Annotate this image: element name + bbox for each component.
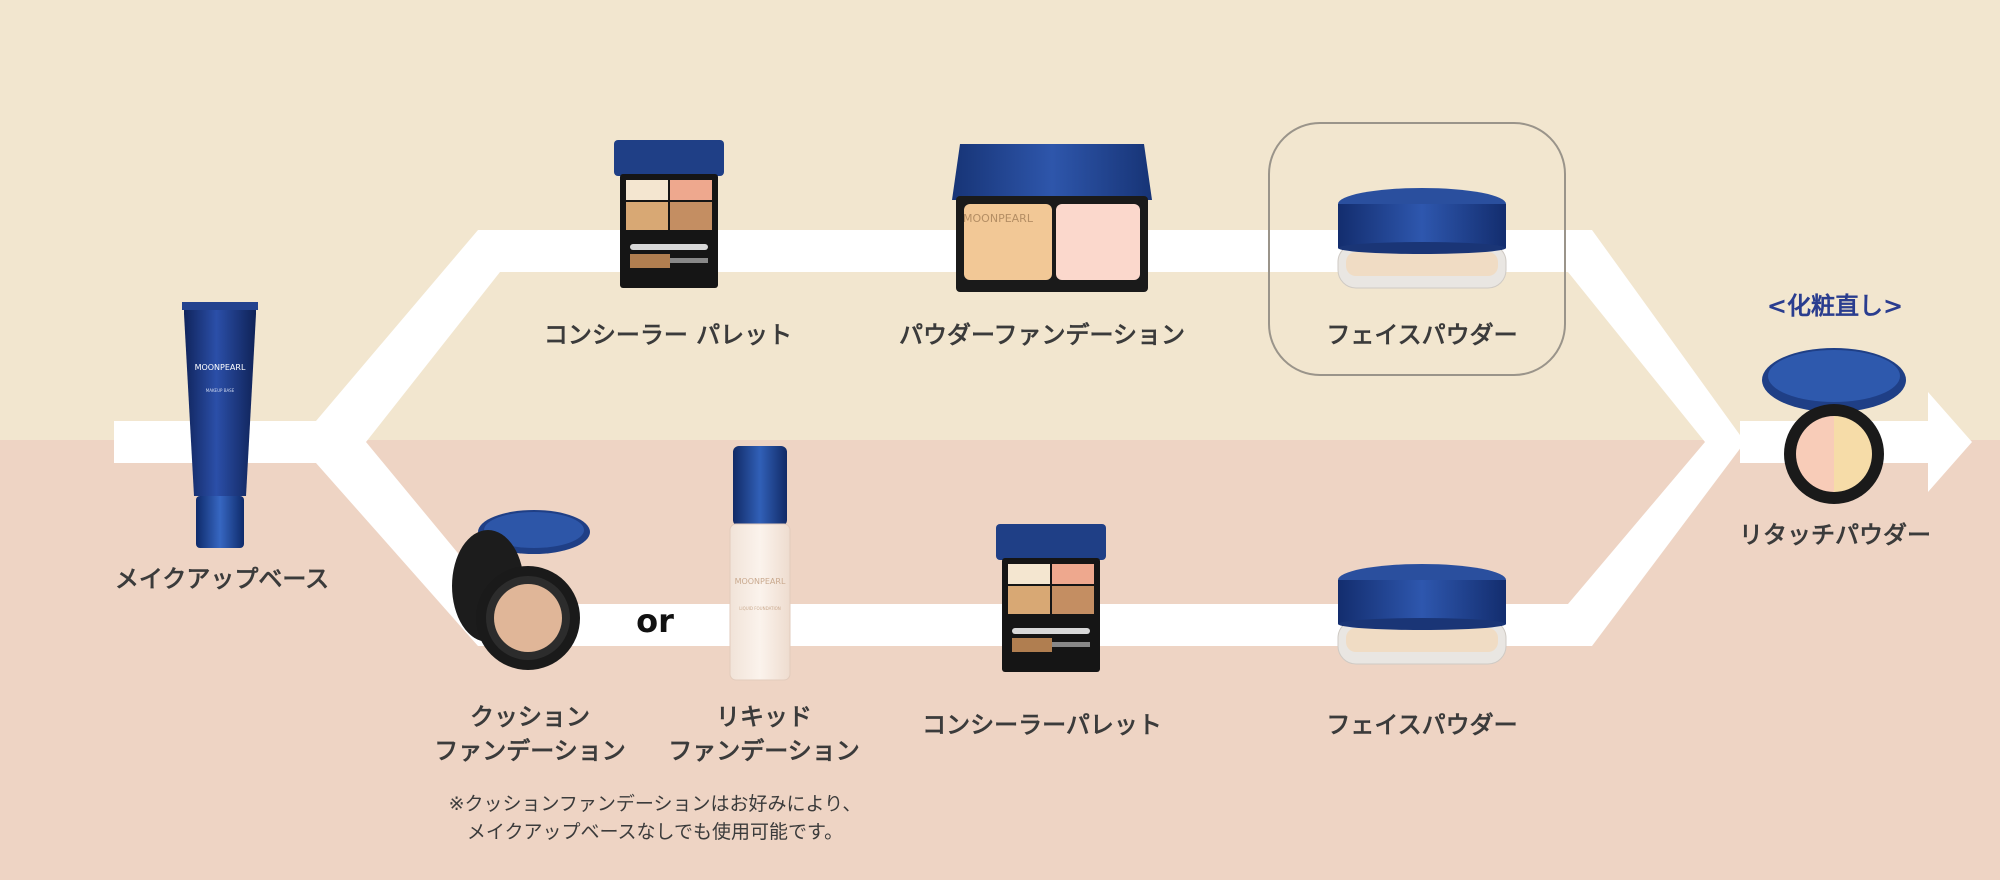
top-concealer-palette-icon xyxy=(614,140,724,288)
powder-foundation-compact-icon: MOONPEARL xyxy=(952,144,1152,292)
top-face-powder-label: フェイスパウダー xyxy=(1326,321,1518,349)
bottom-concealer-palette-label: コンシーラーパレット xyxy=(922,711,1162,739)
retouch-powder-compact-icon xyxy=(1762,348,1906,504)
makeup-base-label: メイクアップベース xyxy=(114,565,330,593)
cushion-label-line-1: クッション xyxy=(470,703,590,731)
cushion-foundation-icon xyxy=(452,510,590,670)
liquid-label-line-2: ファンデーション xyxy=(668,737,860,765)
cushion-usage-note: ※クッションファンデーションはお好みにより、 メイクアップベースなしでも使用可能… xyxy=(449,790,862,846)
flow-upper-branch xyxy=(316,230,1745,442)
powder-foundation-label: パウダーファンデーション xyxy=(898,321,1186,349)
compact-brand-text: MOONPEARL xyxy=(963,212,1034,225)
cushion-label-line-2: ファンデーション xyxy=(434,737,626,765)
tube-sub-text: MAKEUP BASE xyxy=(206,388,235,393)
cushion-foundation-label: クッション ファンデーション xyxy=(434,700,626,768)
bottle-brand-text: MOONPEARL xyxy=(735,577,786,586)
makeup-base-tube-icon: MOONPEARL MAKEUP BASE xyxy=(182,302,258,548)
liquid-foundation-bottle-icon: MOONPEARL LIQUID FOUNDATION xyxy=(729,446,791,681)
bottle-sub-text: LIQUID FOUNDATION xyxy=(739,606,781,611)
note-line-2: メイクアップベースなしでも使用可能です。 xyxy=(466,821,844,843)
liquid-label-line-1: リキッド xyxy=(716,703,812,731)
retouch-section-title: <化粧直し> xyxy=(1766,292,1904,320)
note-line-1: ※クッションファンデーションはお好みにより、 xyxy=(448,793,862,815)
top-concealer-palette-label: コンシーラー パレット xyxy=(543,321,793,349)
liquid-foundation-label: リキッド ファンデーション xyxy=(668,700,860,768)
tube-brand-text: MOONPEARL xyxy=(195,363,246,372)
top-face-powder-jar-icon xyxy=(1337,188,1507,289)
bottom-concealer-palette-icon xyxy=(996,524,1106,672)
bottom-face-powder-jar-icon xyxy=(1337,564,1507,665)
retouch-powder-label: リタッチパウダー xyxy=(1739,521,1931,549)
face-powder-highlight-box xyxy=(1268,122,1566,376)
bottom-face-powder-label: フェイスパウダー xyxy=(1326,711,1518,739)
or-separator-text: or xyxy=(636,602,674,640)
